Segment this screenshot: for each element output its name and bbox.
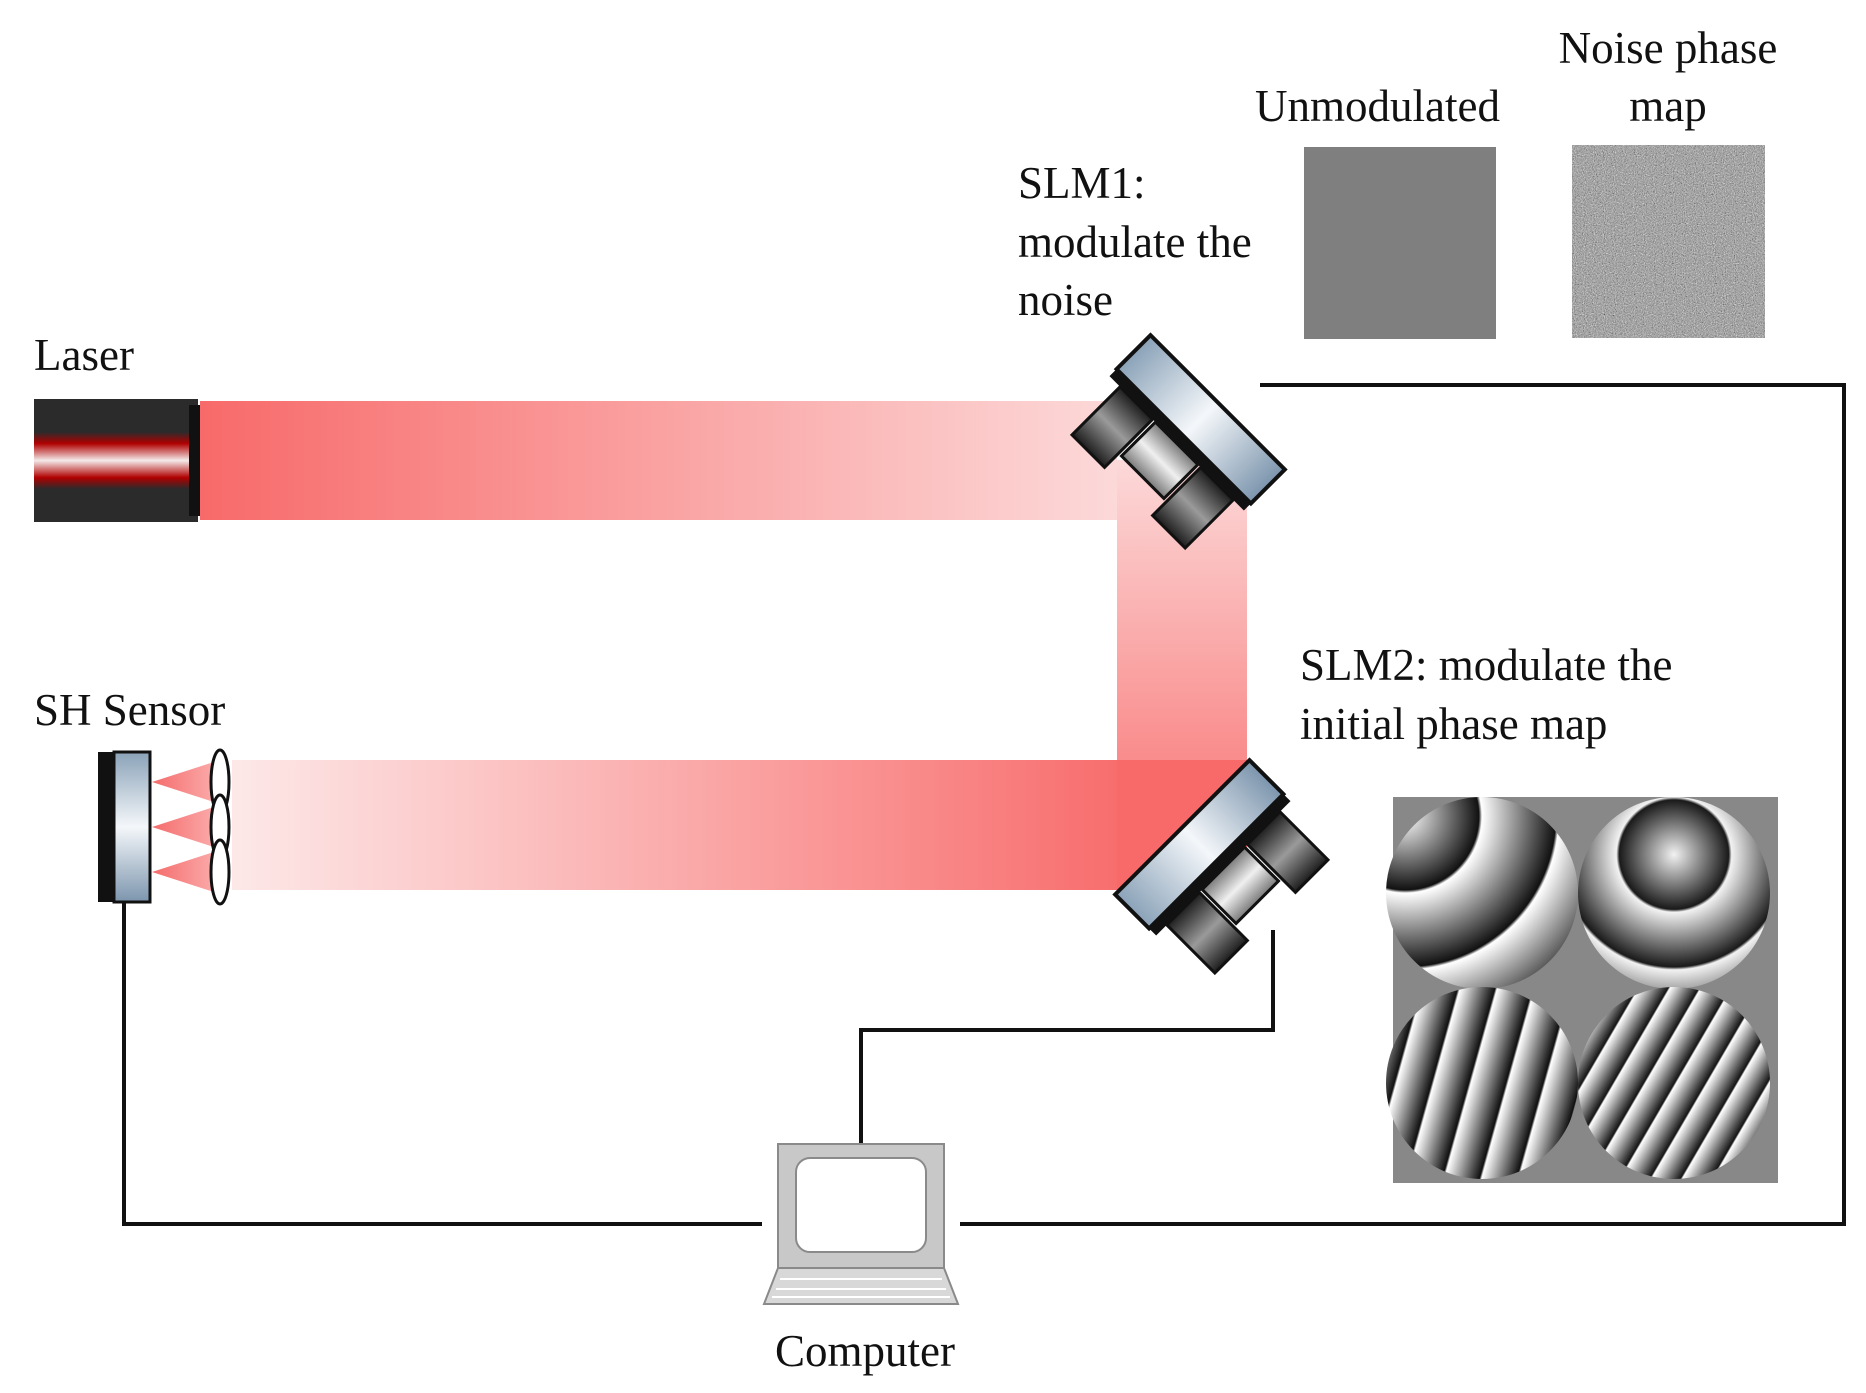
noise-phase-map: [1572, 145, 1765, 338]
slm2-label-line1: SLM2: modulate the: [1300, 640, 1672, 690]
wire-sensor-computer: [122, 903, 762, 1226]
slm-icon: [1069, 332, 1288, 551]
lens-icon: [209, 748, 231, 906]
unmodulated-phase-map: [1304, 147, 1496, 339]
beam-laser-to-slm1: [200, 401, 1117, 520]
noise-map-label-line2: map: [1629, 81, 1706, 131]
computer-icon: [762, 1143, 960, 1305]
computer-label: Computer: [775, 1326, 955, 1376]
unmodulated-label: Unmodulated: [1255, 81, 1500, 131]
beam-slm2-to-sensor: [232, 760, 1147, 890]
laser-label: Laser: [34, 330, 134, 380]
wire-slm1-computer: [960, 383, 1846, 1226]
slm2-label-line2: initial phase map: [1300, 699, 1607, 749]
slm1-label-line1: SLM1:: [1018, 158, 1146, 208]
slm-icon: [1112, 757, 1331, 976]
lenslet-cones: [152, 760, 220, 894]
slm1-label-line3: noise: [1018, 275, 1113, 325]
wire-slm2-computer: [859, 930, 1275, 1144]
laser-icon: [34, 399, 200, 522]
initial-phase-maps: [1386, 797, 1778, 1183]
slm1-label-line2: modulate the: [1018, 217, 1252, 267]
sh-sensor-icon: [98, 750, 152, 904]
noise-map-label-line1: Noise phase: [1559, 23, 1778, 73]
sh-sensor-label: SH Sensor: [34, 685, 225, 735]
